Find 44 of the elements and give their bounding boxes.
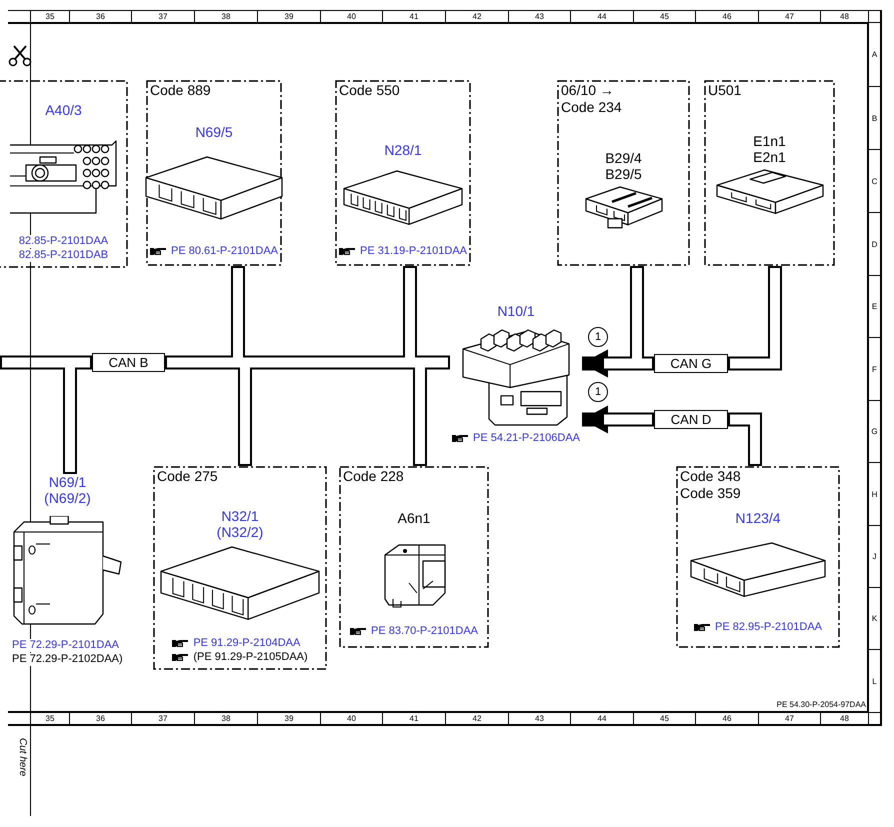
option-code: Code 359 <box>679 485 741 502</box>
dash-dot-frame <box>339 466 489 648</box>
reference-number: PE 82.95-P-2101DAA <box>714 620 822 634</box>
option-code: Code 889 <box>149 82 211 99</box>
option-code: 06/10 → <box>560 82 614 99</box>
dash-dot-frame <box>557 80 690 266</box>
reference-number: PE 54.21-P-2106DAA <box>472 432 580 444</box>
option-code: Code 550 <box>338 82 400 99</box>
dash-dot-frame <box>704 80 835 266</box>
dash-dot-frame <box>335 80 471 266</box>
option-code: Code 275 <box>156 468 218 485</box>
dash-dot-frame <box>676 466 840 648</box>
dash-dot-frame <box>0 80 128 268</box>
reference-number: PE 72.29-P-2101DAA <box>12 638 120 652</box>
option-code: U501 <box>707 82 742 99</box>
bus-label: CAN D <box>654 410 728 429</box>
option-code: Code 228 <box>342 468 404 485</box>
component-designation: N28/1 <box>384 142 422 158</box>
component-designation: N69/5 <box>195 124 233 140</box>
reference-number: PE 31.19-P-2101DAA <box>360 244 468 258</box>
cut-here-note: Cut here <box>17 738 28 776</box>
drawing-number: PE 54.30-P-2054-97DAA <box>776 700 866 709</box>
reference-number: PE 83.70-P-2101DAA <box>370 624 478 638</box>
can-bus-line <box>728 412 762 466</box>
dash-dot-frame <box>153 466 327 670</box>
dash-dot-frame <box>146 80 282 266</box>
component-designation: A6n1 <box>398 510 430 526</box>
reference-number: PE 72.29-P-2102DAA) <box>12 652 123 666</box>
reference-number: 82.85-P-2101DAA <box>18 234 108 248</box>
component-designation: N123/4 <box>735 510 781 526</box>
bus-label: CAN B <box>92 353 165 372</box>
component-designation: A40/3 <box>45 102 82 118</box>
reference-number: 82.85-P-2101DAB <box>18 248 108 262</box>
callout-number: 1 <box>588 327 608 347</box>
can-bus-line <box>582 406 654 434</box>
component-designation: N10/1 <box>497 303 535 319</box>
bus-label: CAN G <box>654 354 728 373</box>
reference-number: (PE 91.29-P-2105DAA) <box>193 650 308 664</box>
option-code: Code 234 <box>560 99 622 116</box>
can-bus-line <box>728 266 782 370</box>
option-code: Code 348 <box>679 468 741 485</box>
reference-number: PE 80.61-P-2101DAA <box>171 244 278 258</box>
callout-number: 1 <box>588 382 608 402</box>
reference-number: PE 91.29-P-2104DAA <box>193 636 300 650</box>
